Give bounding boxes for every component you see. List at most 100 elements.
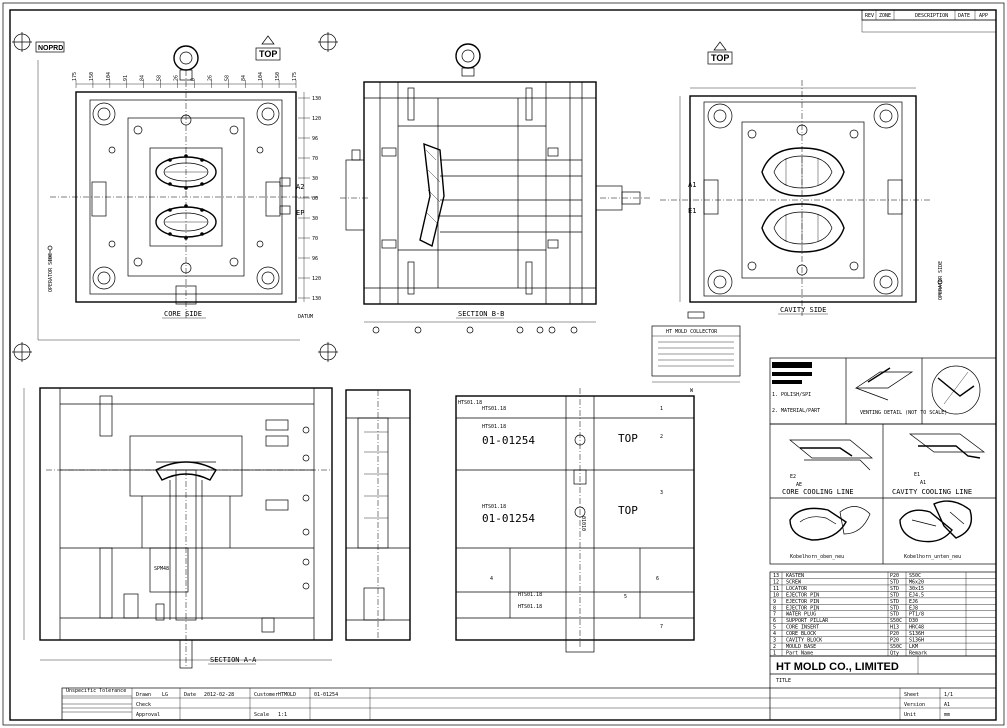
plate-part-no-2: 01-01254 — [482, 512, 535, 525]
core-side-title: CORE SIDE — [164, 310, 202, 318]
bom-row-spec: EJ4.5 — [909, 592, 924, 598]
tolerance-label: Unspecific Tolerance — [66, 688, 126, 694]
cavity-cooling-title: CAVITY COOLING LINE — [892, 488, 972, 496]
dim-label-top: 91 — [123, 75, 129, 81]
top-marker-right: TOP — [711, 53, 729, 63]
bom-row-spec: Remark — [909, 651, 927, 657]
plate-code-4: HTS01.18 — [518, 592, 542, 598]
bom-row-spec: EJ8 — [909, 605, 918, 611]
plate-num-3: 3 — [660, 490, 663, 496]
bom-row-name: WATER PLUG — [786, 612, 816, 618]
plate-view: 01010 HTS01.18 HTS01.18 01-01254 TOP HTS… — [455, 388, 695, 653]
dim-label-right: 130 — [312, 296, 321, 302]
dim-label-right: 30 — [312, 176, 318, 182]
bom-row-name: LOCATOR — [786, 586, 808, 592]
cavity-label-a1: A1 — [688, 181, 696, 189]
dim-label-right: 70 — [312, 236, 318, 242]
bom-row-name: SUPPORT PILLAR — [786, 618, 829, 624]
core-cool-e2: E2 — [790, 474, 796, 480]
cavity-cool-a1: A1 — [920, 480, 926, 486]
bom-row-spec: 30x15 — [909, 586, 924, 592]
description-header: DESCRIPTION — [915, 13, 948, 19]
version-value: A1 — [944, 702, 950, 708]
plate-num-2: 2 — [660, 434, 663, 440]
plate-code-1: HTS01.18 — [482, 406, 506, 412]
dim-label-top: 104 — [258, 72, 264, 81]
cavity-side-title: CAVITY SIDE — [780, 306, 826, 314]
sheet-value: 1/1 — [944, 692, 953, 698]
core-label-a2: A2 — [296, 183, 304, 191]
bom-row-material: STD — [890, 592, 899, 598]
dim-label-top: 150 — [275, 72, 281, 81]
bom-row-name: MOULD BASE — [786, 644, 816, 650]
dim-label-right: 96 — [312, 256, 318, 262]
cavity-cool-e1: E1 — [914, 472, 920, 478]
notes-line1: 1. POLISH/SPI — [772, 392, 811, 398]
plate-num-6: 6 — [656, 576, 659, 582]
bom-row-material: P20 — [890, 573, 899, 579]
plate-top-1: TOP — [618, 432, 638, 445]
plate-vertical-text: 01010 — [580, 516, 586, 531]
rev-header: REV — [865, 13, 874, 19]
core-label-ep: EP — [296, 209, 304, 217]
date-header: DATE — [958, 13, 970, 19]
collector-title: HT MOLD COLLECTOR — [666, 329, 718, 335]
svg-text:DATUM: DATUM — [298, 314, 313, 320]
dim-label-top: 58 — [224, 75, 230, 81]
part-no-value: 01-01254 — [314, 692, 338, 698]
notes-line2: 2. MATERIAL/PART — [772, 408, 820, 414]
sheet-border-inner — [9, 9, 997, 721]
bom-row-no: 12 — [773, 579, 779, 585]
dim-label-right: 130 — [312, 96, 321, 102]
section-aa-spark: SPM48 — [154, 566, 169, 572]
sheet-label: Sheet — [904, 692, 919, 698]
bom-row-no: 1 — [773, 651, 776, 657]
dim-label-right: 96 — [312, 136, 318, 142]
plate-code-6: HTS01.18 — [458, 400, 482, 406]
dim-label-top: 26 — [207, 75, 213, 81]
customer-value: HTMOLD — [278, 692, 296, 698]
notes-panel: NOTE 1. POLISH/SPI 2. MATERIAL/PART VENT… — [769, 357, 997, 565]
bom-row-no: 3 — [773, 638, 776, 644]
collector-w: W — [690, 388, 694, 394]
bom-row-name: EJECTOR PIN — [786, 592, 819, 598]
dim-label-right: 30 — [312, 216, 318, 222]
plate-part-no-1: 01-01254 — [482, 434, 535, 447]
side-strip-view — [345, 389, 411, 641]
dim-label-top: 84 — [140, 75, 146, 81]
bom-row-no: 9 — [773, 599, 776, 605]
bom-row-spec: HRC48 — [909, 625, 924, 631]
bom-row-spec: LKM — [909, 644, 918, 650]
bom-row-name: CORE INSERT — [786, 625, 819, 631]
bom-row-no: 8 — [773, 605, 776, 611]
bom-row-name: Part Name — [786, 651, 813, 657]
top-marker-left: TOP — [259, 49, 277, 59]
bom-row-material: STD — [890, 599, 899, 605]
bom-row-spec: EJ6 — [909, 599, 918, 605]
bom-row-material: P20 — [890, 631, 899, 637]
top-arrow-left: TOP — [255, 35, 281, 61]
bom-row-name: KASTEN — [786, 573, 804, 579]
bom-row-material: S50C — [890, 644, 902, 650]
bom-row-spec: S136H — [909, 631, 924, 637]
plate-code-5: HTS01.18 — [518, 604, 542, 610]
unit-value: mm — [944, 712, 950, 718]
bom-row-no: 5 — [773, 625, 776, 631]
part-right-name: Kobelhorn_unten_neu — [904, 554, 961, 560]
part-left-name: Kobelhorn_oben_neu — [790, 554, 844, 560]
bom-row-name: EJECTOR PIN — [786, 599, 819, 605]
bom-row-spec: PT1/8 — [909, 612, 924, 618]
plate-num-1: 1 — [660, 406, 663, 412]
cavity-side-view: A1 E1 CAVITY SIDE OPERATOR SIDE — [660, 80, 944, 316]
bom-row-spec: S50C — [909, 573, 921, 579]
svg-text:OPERATOR SIDE: OPERATOR SIDE — [48, 253, 54, 292]
plate-num-7: 7 — [660, 624, 663, 630]
bom-row-no: 7 — [773, 612, 776, 618]
dim-label-right: 120 — [312, 116, 321, 122]
bom-row-no: 6 — [773, 618, 776, 624]
bom-row-no: 2 — [773, 644, 776, 650]
dim-label-right: 120 — [312, 276, 321, 282]
dim-label-right: 70 — [312, 156, 318, 162]
